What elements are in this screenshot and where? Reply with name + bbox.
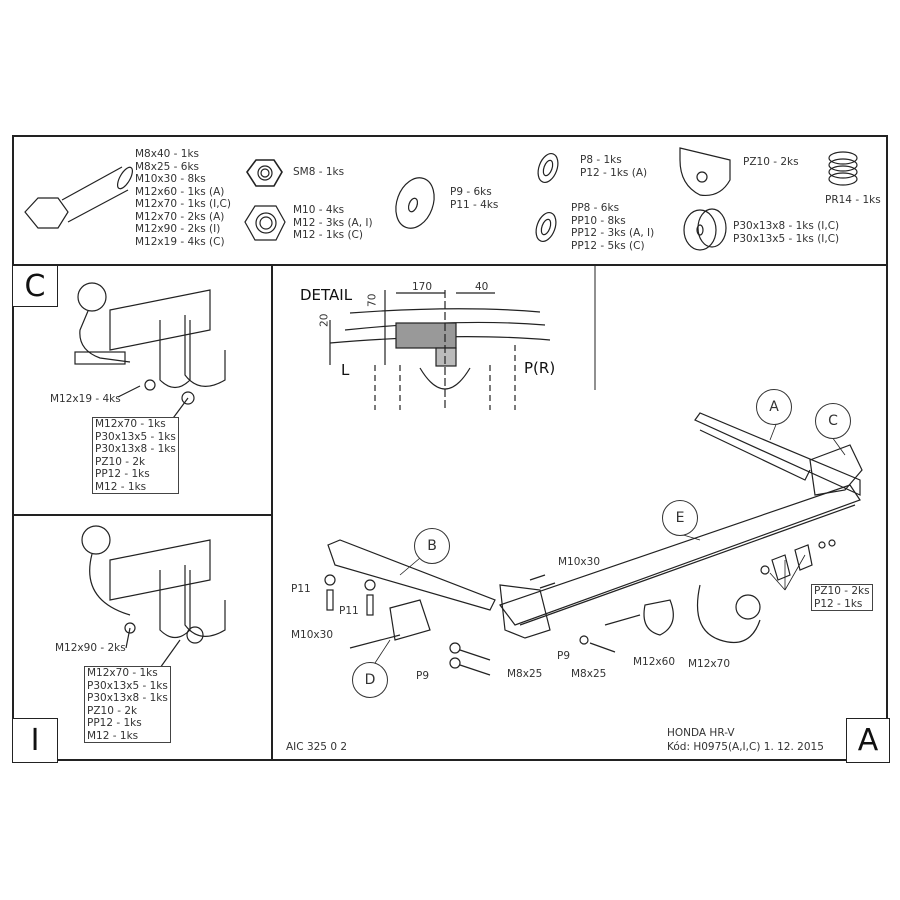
callout-e: E: [662, 500, 698, 536]
panel-i-bolt-label: M12x90 - 2ks: [55, 642, 126, 654]
bolt-item: M12x70 - 1ks (I,C): [135, 198, 231, 210]
detail-drawing: [329, 290, 551, 410]
label-p11-1: P11: [291, 583, 311, 595]
callout-a: A: [756, 389, 792, 425]
box-item: M12x70 - 1ks: [87, 667, 158, 679]
panel-c-parts-box: M12x70 - 1ks P30x13x5 - 1ks P30x13x8 - 1…: [92, 417, 179, 494]
detail-title: DETAIL: [300, 286, 353, 304]
washer-item: P8 - 1ks: [580, 154, 622, 166]
panel-i-letter: I: [12, 718, 58, 763]
washer-item: PP12 - 3ks (A, I): [571, 227, 655, 239]
self-locking-nut-icon: [246, 159, 283, 187]
spring-washer-list: PP8 - 6ks PP10 - 8ks PP12 - 3ks (A, I) P…: [571, 202, 654, 252]
box-item: P30x13x5 - 1ks: [95, 430, 176, 443]
label-m12x70: M12x70: [688, 658, 730, 670]
box-item: P12 - 1ks: [814, 597, 863, 610]
bolt-item: M12x19 - 4ks (C): [135, 235, 225, 248]
large-washer-list: P9 - 6ks P11 - 4ks: [450, 186, 498, 211]
bolt-item: M12x70 - 2ks (A): [135, 210, 225, 223]
drawing-code: AIC 325 0 2: [286, 741, 348, 753]
nut-list: M10 - 4ks M12 - 3ks (A, I) M12 - 1ks (C): [293, 204, 373, 242]
main-letter: A: [846, 718, 890, 763]
nut-item: M10 - 4ks: [293, 204, 345, 216]
label-m10x30-1: M10x30: [291, 629, 333, 641]
panel-c-bolt-label: M12x19 - 4ks: [50, 393, 121, 405]
spring-washer-icon: [535, 211, 557, 243]
box-item: P30x13x8 - 1ks: [95, 443, 176, 455]
box-item: M12 - 1ks: [95, 480, 147, 493]
bolt-item: M12x60 - 1ks (A): [135, 185, 225, 198]
spacer-icon: [683, 208, 727, 251]
washer-item: P12 - 1ks (A): [580, 166, 648, 179]
nut-icon: [244, 205, 286, 241]
washer-item: P9 - 6ks: [450, 186, 492, 198]
drawing-frame: [12, 135, 888, 761]
towbar-i-drawing: [81, 525, 226, 669]
dim-40: 40: [475, 281, 489, 293]
callout-b: B: [414, 528, 450, 564]
nut-item: M12 - 3ks (A, I): [293, 216, 373, 229]
nut-item: M12 - 1ks (C): [293, 229, 363, 241]
bolt-list: M8x40 - 1ks M8x25 - 6ks M10x30 - 8ks M12…: [135, 148, 231, 248]
box-item: PP12 - 1ks: [95, 468, 150, 480]
label-p11-2: P11: [339, 605, 359, 617]
shaped-washer-label: PZ10 - 2ks: [743, 156, 799, 168]
callout-c: C: [815, 403, 851, 439]
pr-label: P(R): [524, 359, 556, 377]
product-code-date: Kód: H0975(A,I,C) 1. 12. 2015: [667, 741, 824, 753]
box-item: M12 - 1ks: [87, 729, 139, 742]
bolt-icon: [24, 166, 133, 229]
washer-item: PP10 - 8ks: [571, 214, 626, 227]
label-p9-2: P9: [557, 650, 571, 662]
bolt-item: M10x30 - 8ks: [135, 173, 206, 185]
washer-item: P11 - 4ks: [450, 198, 499, 211]
spacer-list: P30x13x8 - 1ks (I,C) P30x13x5 - 1ks (I,C…: [733, 220, 839, 245]
box-item: PZ10 - 2k: [87, 704, 138, 717]
shaped-washer-icon: [679, 147, 731, 197]
washer-icon: [537, 152, 559, 184]
washer-item: PP12 - 5ks (C): [571, 239, 645, 252]
spring-icon: [828, 151, 858, 186]
spacer-item: P30x13x5 - 1ks (I,C): [733, 232, 840, 245]
bolt-item: M12x90 - 2ks (I): [135, 223, 221, 235]
large-washer-icon: [395, 177, 435, 229]
callout-d: D: [352, 662, 388, 698]
panel-c-letter: C: [12, 265, 58, 307]
box-item: PZ10 - 2k: [95, 455, 146, 468]
self-lock-nut-label: SM8 - 1ks: [293, 166, 345, 178]
panel-i-parts-box: M12x70 - 1ks P30x13x5 - 1ks P30x13x8 - 1…: [84, 666, 171, 743]
vehicle-model: HONDA HR-V: [667, 727, 735, 739]
washer-list: P8 - 1ks P12 - 1ks (A): [580, 154, 647, 179]
dim-70: 70: [366, 293, 379, 307]
label-m12x60: M12x60: [633, 656, 675, 668]
bolt-item: M8x25 - 6ks: [135, 160, 200, 173]
spacer-item: P30x13x8 - 1ks (I,C): [733, 220, 840, 232]
box-item: M12x70 - 1ks: [95, 418, 166, 430]
dim-170: 170: [412, 281, 433, 293]
box-item: P30x13x8 - 1ks: [87, 692, 168, 704]
label-m10x30-2: M10x30: [558, 556, 600, 568]
box-item: PP12 - 1ks: [87, 717, 142, 729]
main-assembly-drawing: [324, 412, 863, 676]
label-m8x25-1: M8x25: [507, 668, 543, 680]
spring-label: PR14 - 1ks: [825, 194, 881, 206]
bolt-item: M8x40 - 1ks: [135, 148, 200, 160]
l-label: L: [341, 361, 350, 379]
pz-parts-box: PZ10 - 2ks P12 - 1ks: [811, 584, 873, 611]
towbar-c-drawing: [74, 282, 226, 426]
label-m8x25-2: M8x25: [571, 668, 607, 680]
box-item: PZ10 - 2ks: [814, 585, 870, 597]
box-item: P30x13x5 - 1ks: [87, 679, 168, 692]
dim-20: 20: [318, 313, 331, 327]
label-p9-1: P9: [416, 670, 430, 682]
washer-item: PP8 - 6ks: [571, 202, 620, 214]
